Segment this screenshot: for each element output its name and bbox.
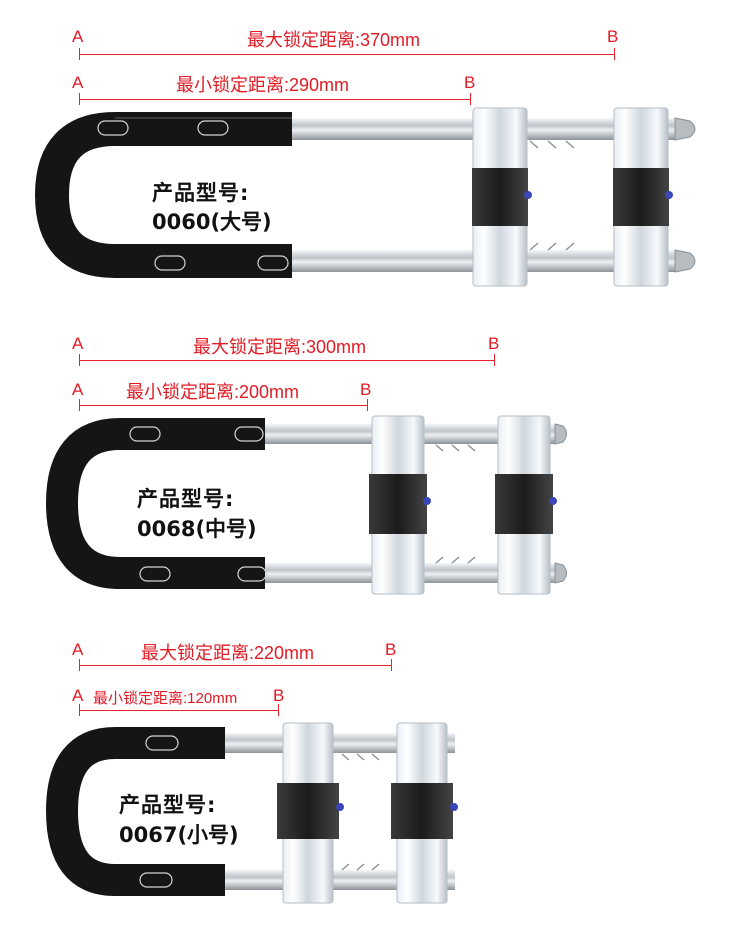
min-distance-label: 最小锁定距离:200mm: [126, 382, 300, 402]
min-distance-tick-start: [79, 93, 80, 105]
max-distance-tick-end: [614, 48, 615, 60]
min-distance-label: 最小锁定距离:120mm: [93, 690, 238, 707]
min-distance-end-label: B: [273, 686, 285, 705]
max-distance-tick-start: [79, 48, 80, 60]
max-distance-start-label: A: [72, 640, 84, 659]
lock-panel-small: A 最大锁定距离:220mm B A 最小锁定距离:120mm B 产品型号: …: [0, 615, 750, 939]
min-distance-tick-start: [79, 704, 80, 716]
min-distance-line: [79, 405, 368, 406]
max-distance-label: 最大锁定距离:220mm: [141, 643, 315, 663]
max-distance-line: [79, 360, 495, 361]
max-distance-line: [79, 665, 392, 666]
min-distance-end-label: B: [360, 380, 372, 399]
max-distance-start-label: A: [72, 334, 84, 353]
lock-panel-large: A 最大锁定距离:370mm B A 最小锁定距离:290mm B: [0, 0, 750, 310]
model-title: 产品型号:: [152, 181, 250, 205]
u-lock-medium-photo: [45, 415, 567, 595]
max-distance-tick-end: [391, 659, 392, 671]
model-title: 产品型号:: [119, 793, 217, 817]
model-code: 0060(大号): [152, 210, 272, 234]
min-distance-tick-start: [79, 399, 80, 411]
min-distance-label: 最小锁定距离:290mm: [176, 75, 350, 95]
max-distance-tick-start: [79, 659, 80, 671]
min-distance-line: [79, 99, 471, 100]
min-distance-line: [79, 710, 279, 711]
max-distance-tick-end: [494, 354, 495, 366]
min-distance-tick-end: [367, 399, 368, 411]
u-lock-large-photo: [34, 107, 696, 287]
min-distance-start-label: A: [72, 380, 84, 399]
lock-panel-medium: A 最大锁定距离:300mm B A 最小锁定距离:200mm B 产品型号: …: [0, 310, 750, 615]
max-distance-tick-start: [79, 354, 80, 366]
max-distance-end-label: B: [488, 334, 500, 353]
min-distance-start-label: A: [72, 686, 84, 705]
max-distance-line: [79, 54, 615, 55]
model-code: 0068(中号): [137, 517, 257, 541]
u-lock-small-photo: [45, 722, 458, 904]
max-distance-start-label: A: [72, 27, 84, 46]
model-title: 产品型号:: [137, 487, 235, 511]
max-distance-end-label: B: [607, 27, 619, 46]
min-distance-tick-end: [278, 704, 279, 716]
min-distance-end-label: B: [464, 73, 476, 92]
model-code: 0067(小号): [119, 823, 239, 847]
max-distance-end-label: B: [385, 640, 397, 659]
max-distance-label: 最大锁定距离:300mm: [193, 337, 367, 357]
min-distance-start-label: A: [72, 73, 84, 92]
min-distance-tick-end: [470, 93, 471, 105]
max-distance-label: 最大锁定距离:370mm: [247, 30, 421, 50]
